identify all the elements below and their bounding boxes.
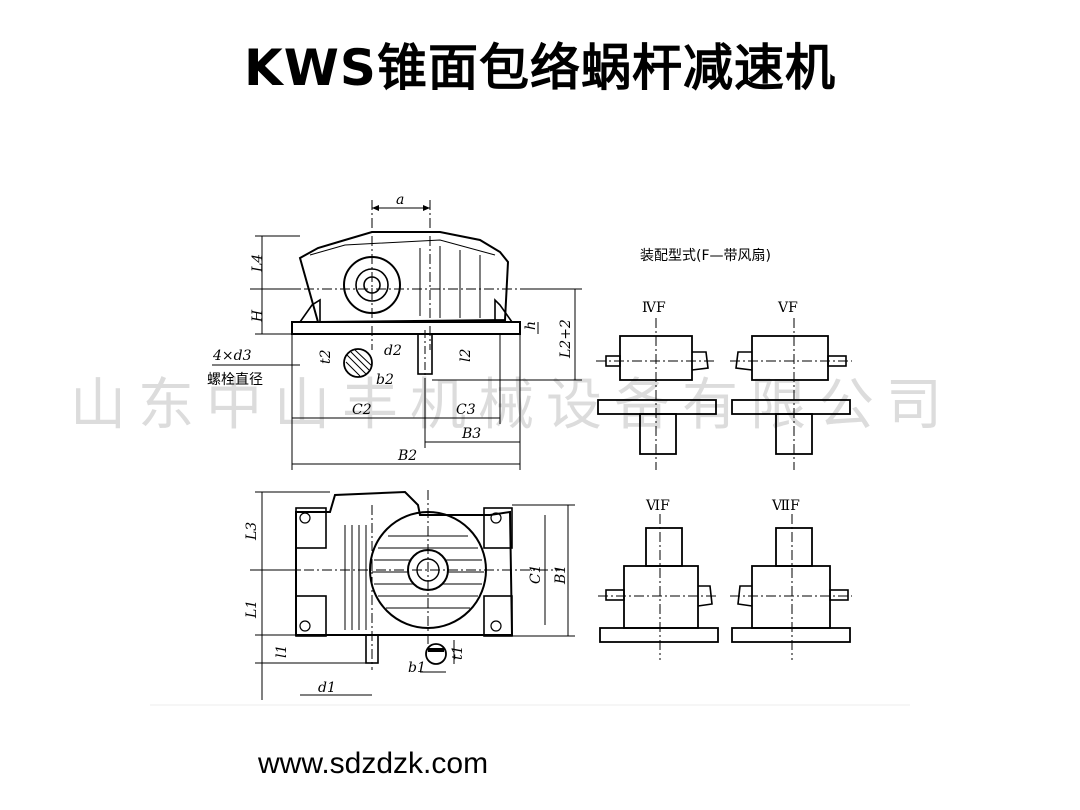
form-label-4F: ⅣF xyxy=(642,300,666,316)
label-bolt-hole: 螺栓直径 xyxy=(207,371,263,388)
label-L3: L3 xyxy=(244,522,260,541)
form-label-6F: ⅥF xyxy=(645,498,670,514)
form-label-7F: ⅦF xyxy=(771,498,800,514)
label-h: h xyxy=(523,321,539,330)
side-elevation-view xyxy=(212,200,582,470)
form-label-5F: ⅤF xyxy=(777,300,798,316)
assembly-heading: 装配型式(F—带风扇) xyxy=(640,248,771,264)
label-a: a xyxy=(396,192,404,208)
label-l1: l1 xyxy=(274,645,290,658)
assembly-form-7F xyxy=(730,514,852,660)
label-d1: d1 xyxy=(318,680,336,696)
label-b1: b1 xyxy=(408,660,426,676)
assembly-form-5F xyxy=(730,318,852,470)
label-t2: t2 xyxy=(318,349,334,364)
label-C2: C2 xyxy=(352,402,372,418)
label-L1: L1 xyxy=(244,600,260,619)
label-t1: t1 xyxy=(450,645,466,660)
label-C1: C1 xyxy=(528,564,544,584)
label-C3: C3 xyxy=(456,402,476,418)
label-B2: B2 xyxy=(397,448,417,464)
label-H: H xyxy=(250,309,266,323)
page-title: KWS锥面包络蜗杆减速机 xyxy=(244,39,836,97)
label-4-d3: 4×d3 xyxy=(212,348,252,364)
watermark: 山东中山丰机械设备有限公司 xyxy=(70,373,954,438)
assembly-form-4F xyxy=(596,318,717,470)
website-url: www.sdzdzk.com xyxy=(258,747,489,780)
label-L2-plus-2: L2+2 xyxy=(558,319,574,359)
label-d2: d2 xyxy=(384,343,402,359)
label-l2: l2 xyxy=(458,349,474,362)
label-b2: b2 xyxy=(376,372,394,388)
label-B1: B1 xyxy=(553,565,569,585)
plan-view xyxy=(250,490,575,700)
assembly-form-6F xyxy=(598,514,719,660)
label-L4: L4 xyxy=(250,254,266,273)
label-B3: B3 xyxy=(461,426,481,442)
